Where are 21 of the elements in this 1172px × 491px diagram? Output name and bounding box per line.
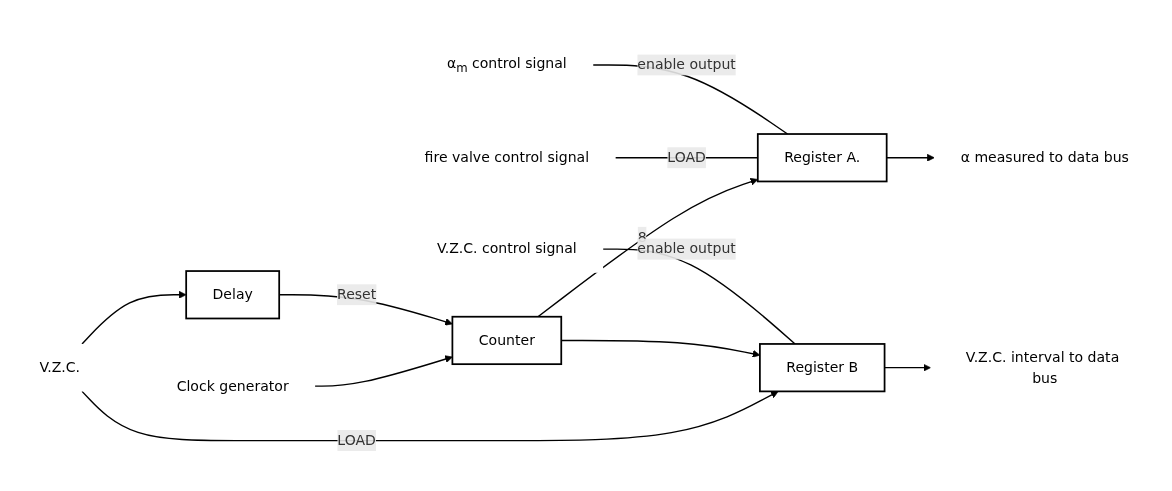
edge-label: LOAD: [667, 148, 706, 166]
edge-label: Reset: [337, 285, 377, 303]
node-box: Delay: [185, 270, 281, 320]
arrow: [537, 178, 759, 318]
node-text: V.Z.C. control signal: [436, 240, 577, 257]
edge-label: LOAD: [337, 431, 376, 449]
node-text: fire valve control signal: [424, 148, 590, 166]
node-box: Register A.: [756, 133, 888, 183]
node-text: α$_{m}$ control signal: [446, 54, 567, 75]
edge-label: enable output: [637, 56, 736, 73]
node-box: Register B: [759, 343, 886, 393]
arrow: [81, 390, 779, 442]
node-text: α measured to data bus: [960, 148, 1129, 166]
node-text: Clock generator: [176, 377, 289, 395]
arrow: [314, 355, 453, 387]
node-text: V.Z.C. interval to data bus: [965, 348, 1120, 387]
edge-label: 8: [637, 228, 647, 246]
node-text: V.Z.C.: [39, 358, 81, 376]
node-box: Counter: [451, 315, 563, 366]
edge-label: enable output: [637, 240, 736, 257]
arrow: [81, 290, 187, 345]
